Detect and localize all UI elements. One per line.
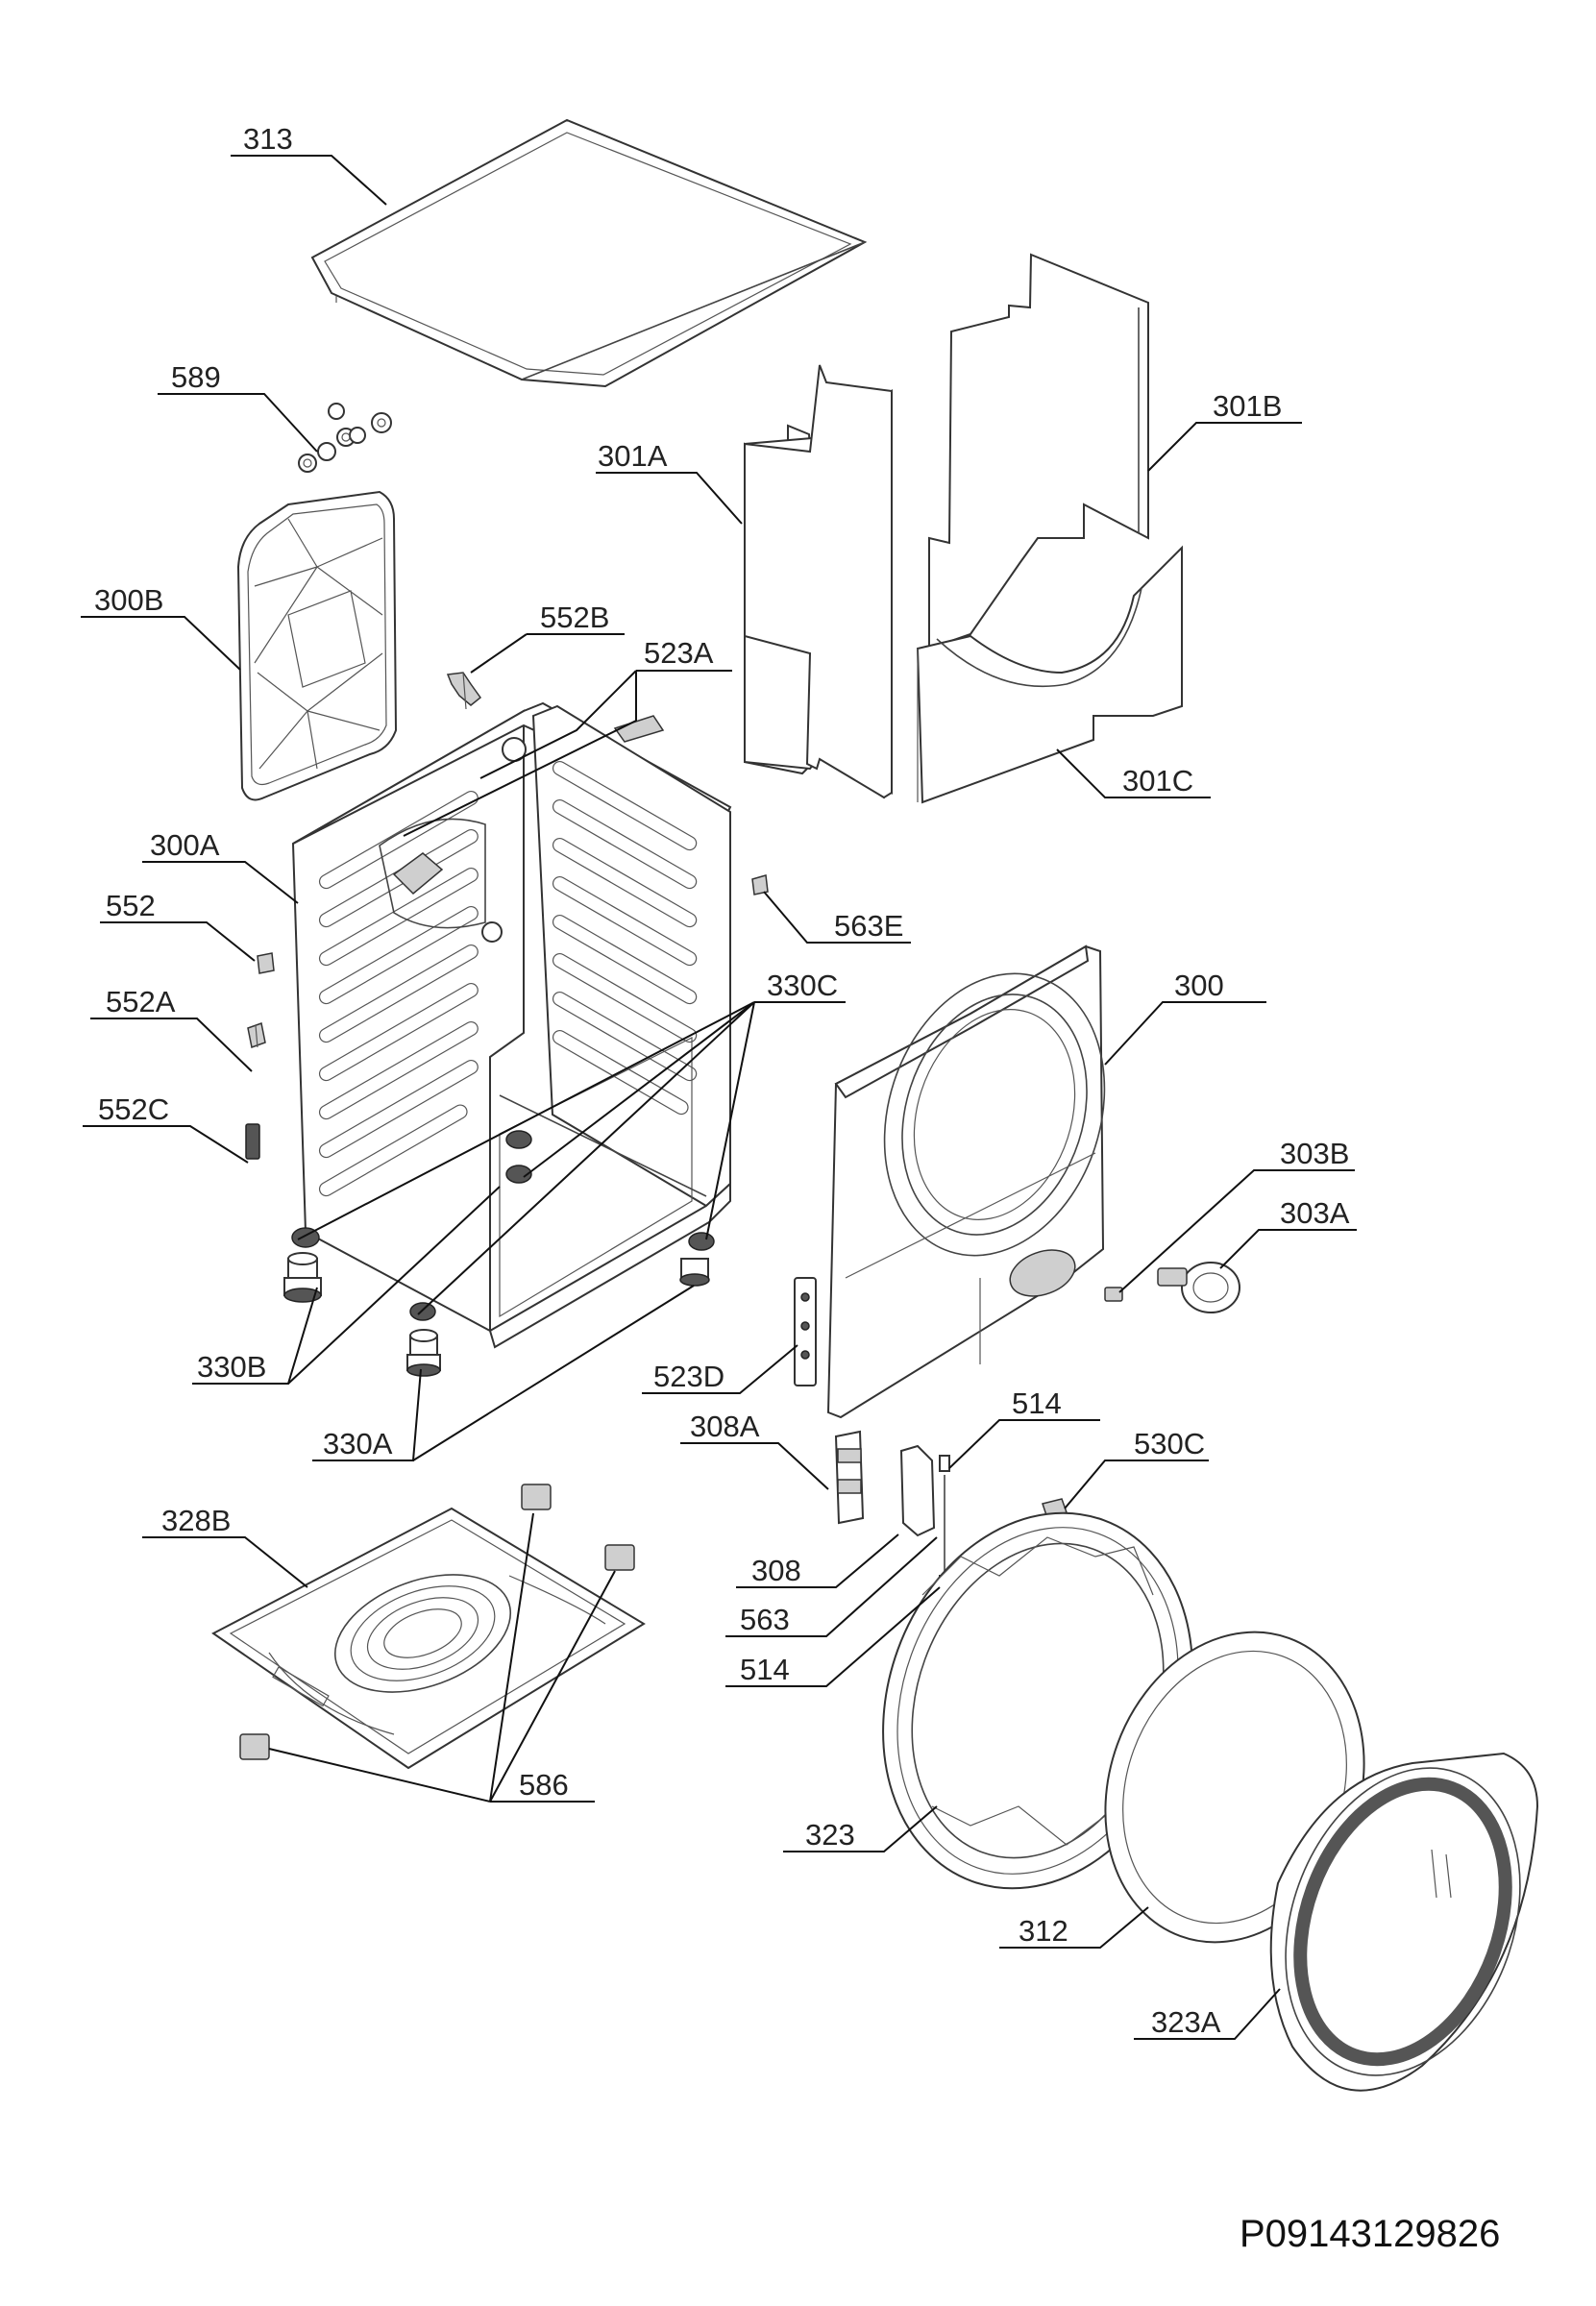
callout-523D: 523D bbox=[653, 1360, 724, 1393]
callout-301C: 301C bbox=[1122, 764, 1193, 797]
callout-313: 313 bbox=[243, 122, 293, 156]
part-301B-insulation bbox=[928, 253, 1149, 650]
callout-552C: 552C bbox=[98, 1092, 169, 1126]
callout-563E: 563E bbox=[834, 909, 903, 943]
part-330B-foot bbox=[283, 1252, 322, 1303]
callout-514-upper: 514 bbox=[1012, 1386, 1062, 1420]
callout-589: 589 bbox=[171, 360, 221, 394]
part-523D-bracket bbox=[794, 1277, 817, 1386]
callout-552B: 552B bbox=[540, 601, 609, 634]
part-300B-rear-panel bbox=[236, 490, 398, 801]
part-586-clips bbox=[239, 1484, 635, 1760]
part-328B-base-plate bbox=[211, 1507, 646, 1770]
callout-552A: 552A bbox=[106, 985, 176, 1018]
part-552-clip bbox=[257, 952, 275, 974]
leader-lines bbox=[81, 155, 1357, 2040]
part-300-front-panel bbox=[826, 944, 1106, 1419]
callout-330B: 330B bbox=[197, 1350, 266, 1384]
callout-303A: 303A bbox=[1280, 1196, 1350, 1230]
part-589-clips bbox=[298, 403, 392, 473]
callout-308: 308 bbox=[751, 1554, 801, 1587]
callout-523A: 523A bbox=[644, 636, 714, 670]
document-number: P09143129826 bbox=[1240, 2213, 1500, 2255]
callout-330A: 330A bbox=[323, 1427, 393, 1460]
part-330A-foot bbox=[406, 1258, 710, 1377]
callout-308A: 308A bbox=[690, 1410, 760, 1443]
callout-563: 563 bbox=[740, 1603, 790, 1636]
callout-530C: 530C bbox=[1134, 1427, 1205, 1460]
callout-300B: 300B bbox=[94, 583, 163, 617]
callout-323: 323 bbox=[805, 1818, 855, 1852]
part-301C-insulation-base bbox=[916, 545, 1183, 804]
callout-586: 586 bbox=[519, 1768, 569, 1802]
part-300A-cabinet bbox=[291, 701, 732, 1349]
callout-300A: 300A bbox=[150, 828, 220, 862]
callout-301A: 301A bbox=[598, 439, 668, 473]
part-308-hinge-plate bbox=[899, 1444, 936, 1537]
callout-312: 312 bbox=[1019, 1914, 1068, 1948]
callout-303B: 303B bbox=[1280, 1137, 1349, 1170]
part-323A-door-outer bbox=[1269, 1752, 1539, 2092]
callout-328B: 328B bbox=[161, 1504, 231, 1537]
part-303B-lock bbox=[1104, 1287, 1123, 1302]
callout-323A: 323A bbox=[1151, 2005, 1221, 2039]
part-514-bushing-upper bbox=[939, 1455, 950, 1472]
part-552B-bracket bbox=[446, 672, 482, 710]
callout-301B: 301B bbox=[1213, 389, 1282, 423]
part-303A-lock-cover bbox=[1157, 1262, 1240, 1313]
part-563E-clip bbox=[751, 874, 769, 895]
part-552C-switch bbox=[245, 1123, 260, 1160]
callout-552: 552 bbox=[106, 889, 156, 922]
part-308A-hinge bbox=[834, 1430, 865, 1525]
callout-330C: 330C bbox=[767, 969, 838, 1002]
callout-300: 300 bbox=[1174, 969, 1224, 1002]
part-552A-clip bbox=[247, 1022, 266, 1048]
callout-labels: 313 589 301A 301B 300B 552B 523A 301C 30… bbox=[94, 122, 1350, 2039]
part-301A-insulation bbox=[744, 364, 893, 799]
part-313-top-cover bbox=[310, 118, 868, 388]
callout-514-lower: 514 bbox=[740, 1653, 790, 1686]
